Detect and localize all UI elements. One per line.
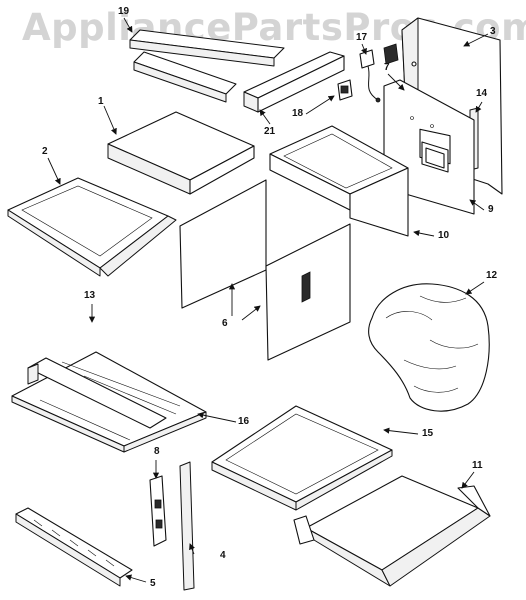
callout-9: 9 [488, 204, 494, 215]
callout-13: 13 [84, 290, 96, 301]
callout-12: 12 [486, 270, 498, 281]
part-10-box [269, 125, 409, 237]
leader-lines [47, 17, 489, 583]
part-16-bottom-assembly [11, 351, 207, 453]
part-1-pan [107, 111, 255, 195]
part-6-side-panel-right [265, 223, 351, 361]
part-5-toe-kick [15, 507, 133, 587]
callout-15: 15 [422, 428, 434, 439]
callout-11: 11 [472, 460, 483, 471]
callout-4: 4 [220, 550, 226, 561]
part-4-vertical-strip [179, 461, 195, 591]
callout-3: 3 [490, 26, 496, 37]
callout-16: 16 [238, 416, 250, 427]
part-15-tray [211, 405, 393, 511]
callout-8: 8 [154, 446, 160, 457]
callout-6: 6 [222, 318, 228, 329]
callout-17: 17 [356, 32, 368, 43]
callout-2: 2 [42, 146, 48, 157]
part-11-bottom-frame [293, 475, 491, 587]
part-2-tray [7, 177, 177, 277]
part-19-trim-strip [129, 29, 285, 103]
callout-19: 19 [118, 6, 130, 17]
callout-21: 21 [264, 126, 276, 137]
callout-5: 5 [150, 578, 156, 589]
callout-7: 7 [384, 62, 390, 73]
part-6-side-panel-left [179, 179, 267, 309]
callout-14: 14 [476, 88, 488, 99]
callout-1: 1 [98, 96, 104, 107]
callout-10: 10 [438, 230, 450, 241]
part-12-insulation [368, 283, 490, 412]
part-8-bracket [149, 475, 167, 547]
part-21-trim [243, 51, 345, 113]
callout-18: 18 [292, 108, 304, 119]
part-17-switch [359, 49, 381, 103]
part-18-switch [337, 79, 353, 101]
